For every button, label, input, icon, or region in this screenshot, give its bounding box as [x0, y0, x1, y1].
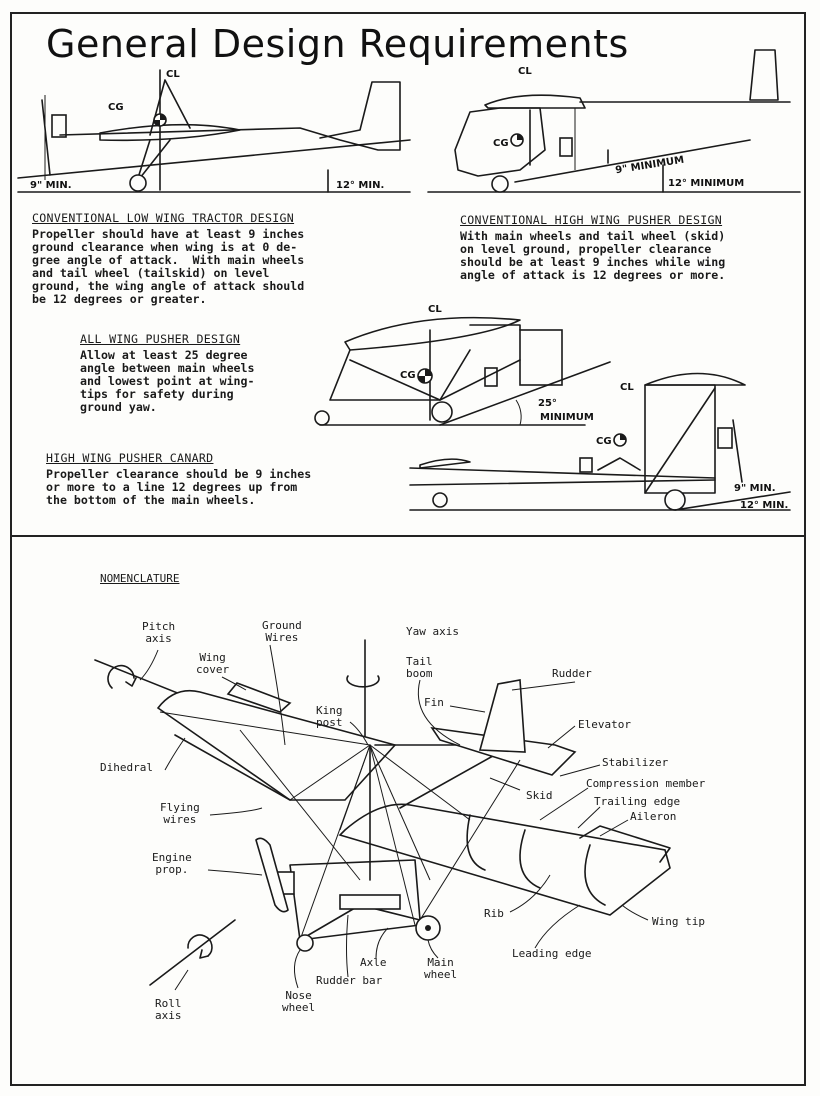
cl-label-1: CL [166, 69, 180, 80]
cl-label-4: CL [620, 382, 634, 393]
twelve-min-label-b: 12° MIN. [740, 500, 789, 511]
canard-drawing [409, 372, 791, 511]
axle-label: Axle [360, 956, 387, 969]
low-wing-tractor-drawing [17, 69, 411, 193]
high-wing-pusher-body: With main wheels and tail wheel (skid) o… [460, 229, 726, 282]
wing-tip-label: Wing tip [652, 915, 705, 928]
section-divider [10, 535, 806, 537]
twelve-min-label: 12° MIN. [336, 180, 385, 191]
all-wing-pusher-body: Allow at least 25 degree angle between m… [80, 348, 255, 414]
roll-axis-label: Roll axis [155, 997, 182, 1022]
low-wing-tractor-heading: CONVENTIONAL LOW WING TRACTOR DESIGN [32, 211, 295, 225]
nine-min-label-b: 9" MIN. [734, 483, 776, 494]
page-title: General Design Requirements [46, 22, 629, 66]
leading-edge-label: Leading edge [512, 947, 592, 960]
wing-cover-label: Wing cover [196, 651, 230, 676]
rib-label: Rib [484, 907, 504, 920]
all-wing-pusher-block: ALL WING PUSHER DESIGN Allow at least 25… [80, 333, 255, 414]
stabilizer-label: Stabilizer [602, 756, 669, 769]
cg-label-1: CG [108, 102, 124, 113]
high-wing-pusher-heading: CONVENTIONAL HIGH WING PUSHER DESIGN [460, 213, 723, 227]
nomenclature-heading: NOMENCLATURE [100, 572, 180, 585]
high-wing-pusher-block: CONVENTIONAL HIGH WING PUSHER DESIGN Wit… [460, 214, 725, 282]
low-wing-tractor-body: Propeller should have at least 9 inches … [32, 227, 305, 306]
twelve-minimum-label: 12° MINIMUM [668, 178, 745, 189]
minimum-label: MINIMUM [540, 412, 594, 423]
cl-label-3: CL [428, 304, 442, 315]
canard-body: Propeller clearance should be 9 inches o… [46, 467, 312, 507]
trailing-edge-label: Trailing edge [594, 795, 681, 808]
pitch-axis-label: Pitch axis [142, 620, 176, 645]
compression-member-label: Compression member [586, 777, 706, 790]
all-wing-pusher-heading: ALL WING PUSHER DESIGN [80, 332, 241, 346]
canard-block: HIGH WING PUSHER CANARD Propeller cleara… [46, 452, 311, 507]
cg-label-4: CG [596, 436, 612, 447]
king-post-label: King post [316, 704, 343, 729]
flying-wires-label: Flying wires [160, 801, 200, 826]
yaw-axis-label: Yaw axis [406, 625, 459, 638]
main-wheel-label: Main wheel [424, 956, 458, 981]
cg-label-3: CG [400, 370, 416, 381]
high-wing-pusher-drawing [427, 49, 801, 193]
nomenclature-drawing [94, 639, 671, 991]
nine-min-label: 9" MIN. [30, 180, 72, 191]
tail-boom-label: Tail boom [406, 655, 433, 680]
page-frame [10, 12, 806, 1086]
all-wing-pusher-drawing [314, 316, 611, 426]
low-wing-tractor-block: CONVENTIONAL LOW WING TRACTOR DESIGN Pro… [32, 212, 304, 306]
cl-label-2: CL [518, 66, 532, 77]
nose-wheel-label: Nose wheel [282, 989, 316, 1014]
rudder-label: Rudder [552, 667, 592, 680]
elevator-label: Elevator [578, 718, 631, 731]
dihedral-label: Dihedral [100, 761, 153, 774]
rudder-bar-label: Rudder bar [316, 974, 383, 987]
aileron-label: Aileron [630, 810, 677, 823]
engine-prop-label: Engine prop. [152, 851, 192, 876]
ground-wires-label: Ground Wires [262, 619, 302, 644]
fin-label: Fin [424, 696, 444, 709]
cg-label-2: CG [493, 138, 509, 149]
skid-label: Skid [526, 789, 553, 802]
canard-heading: HIGH WING PUSHER CANARD [46, 451, 214, 465]
twenty-five-label: 25° [538, 398, 557, 409]
